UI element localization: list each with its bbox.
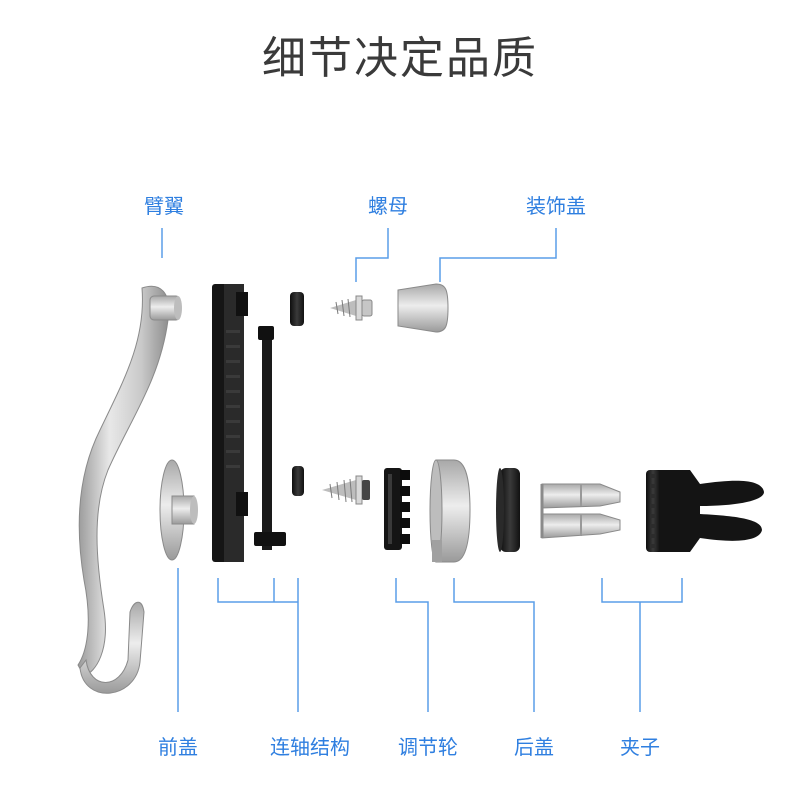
shaft-structure-part (212, 284, 286, 562)
nut-screw-bottom (322, 475, 370, 505)
label-nut: 螺母 (368, 194, 408, 218)
label-decorative-cap: 装饰盖 (526, 194, 586, 218)
arm-wing-part (77, 286, 182, 694)
label-arm-wing: 臂翼 (144, 194, 184, 218)
label-back-cover: 后盖 (514, 735, 554, 759)
leader-adjust-wheel (395, 578, 429, 712)
black-ring-part (496, 468, 520, 552)
adjust-wheel-part (384, 468, 410, 550)
label-clip: 夹子 (620, 735, 660, 759)
leader-shaft-structure (217, 578, 299, 712)
rubber-pad-bottom (292, 466, 304, 496)
leader-nut (355, 228, 389, 282)
label-front-cover: 前盖 (158, 735, 198, 759)
front-cover-part (159, 459, 198, 561)
rubber-pad-top (290, 292, 304, 326)
leader-decorative-cap (439, 228, 557, 282)
leader-back-cover (453, 578, 535, 712)
page-title: 细节决定品质 (262, 33, 538, 84)
leader-lines (161, 228, 683, 712)
clip-part (646, 470, 764, 552)
leader-clip (601, 578, 683, 712)
decorative-cap-part (397, 283, 449, 333)
label-shaft-structure: 连轴结构 (270, 735, 350, 759)
back-cover-part (429, 459, 471, 563)
nut-screw-top (330, 295, 373, 321)
label-adjust-wheel: 调节轮 (398, 735, 458, 759)
spring-clip-part (540, 483, 621, 539)
